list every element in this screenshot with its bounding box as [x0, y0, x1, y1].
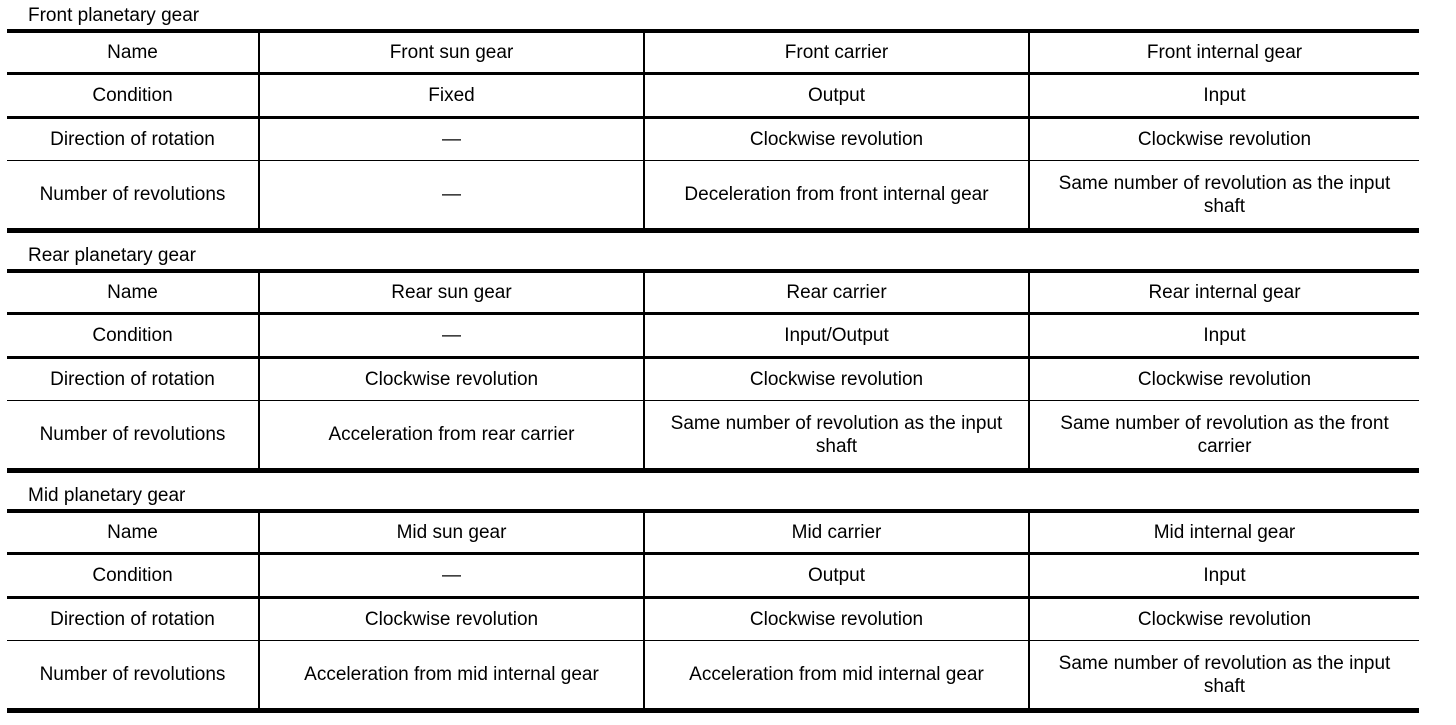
data-cell: — — [258, 313, 644, 359]
row-header-cell: Name — [7, 271, 259, 315]
data-cell: Acceleration from mid internal gear — [258, 640, 644, 711]
table-row: Name Rear sun gear Rear carrier Rear int… — [7, 271, 1419, 315]
data-cell: Clockwise revolution — [643, 117, 1029, 161]
data-cell: Front sun gear — [258, 31, 644, 75]
row-header-cell: Direction of rotation — [7, 357, 259, 401]
table-title-mid: Mid planetary gear — [28, 485, 186, 506]
data-cell: Mid carrier — [643, 511, 1029, 555]
mid-planetary-gear-table: Name Mid sun gear Mid carrier Mid intern… — [7, 509, 1419, 713]
table-row: Direction of rotation Clockwise revoluti… — [7, 357, 1419, 401]
data-cell: Mid sun gear — [258, 511, 644, 555]
data-cell: Clockwise revolution — [1028, 597, 1419, 641]
data-cell: Rear carrier — [643, 271, 1029, 315]
data-cell: Input — [1028, 73, 1419, 119]
data-cell: Clockwise revolution — [643, 597, 1029, 641]
data-cell: Front carrier — [643, 31, 1029, 75]
data-cell: Fixed — [258, 73, 644, 119]
data-cell: Input — [1028, 553, 1419, 599]
table-row: Name Front sun gear Front carrier Front … — [7, 31, 1419, 75]
table-row: Name Mid sun gear Mid carrier Mid intern… — [7, 511, 1419, 555]
row-header-cell: Condition — [7, 73, 259, 119]
mid-planetary-gear-section: Mid planetary gear Name Mid sun gear Mid… — [0, 485, 1456, 713]
data-cell: Front internal gear — [1028, 31, 1419, 75]
data-cell: — — [258, 553, 644, 599]
row-header-cell: Direction of rotation — [7, 597, 259, 641]
table-row: Number of revolutions Acceleration from … — [7, 400, 1419, 471]
data-cell: Output — [643, 553, 1029, 599]
rear-planetary-gear-section: Rear planetary gear Name Rear sun gear R… — [0, 245, 1456, 473]
table-row: Number of revolutions — Deceleration fro… — [7, 160, 1419, 231]
data-cell: Clockwise revolution — [1028, 117, 1419, 161]
data-cell: Rear internal gear — [1028, 271, 1419, 315]
table-row: Direction of rotation Clockwise revoluti… — [7, 597, 1419, 641]
table-row: Direction of rotation — Clockwise revolu… — [7, 117, 1419, 161]
data-cell: Rear sun gear — [258, 271, 644, 315]
data-cell: Output — [643, 73, 1029, 119]
row-header-cell: Number of revolutions — [39, 424, 226, 445]
data-cell: Clockwise revolution — [258, 357, 644, 401]
data-cell: Clockwise revolution — [1028, 357, 1419, 401]
table-title-front: Front planetary gear — [28, 5, 200, 26]
row-header-cell: Condition — [7, 553, 259, 599]
data-cell: Clockwise revolution — [258, 597, 644, 641]
data-cell: Same number of revolution as the input s… — [1028, 640, 1419, 711]
data-cell: Acceleration from mid internal gear — [643, 640, 1029, 711]
data-cell: Input — [1028, 313, 1419, 359]
rear-planetary-gear-table: Name Rear sun gear Rear carrier Rear int… — [7, 269, 1419, 473]
row-header-cell: Name — [7, 511, 259, 555]
row-header-cell: Condition — [7, 313, 259, 359]
row-header-cell: Number of revolutions — [39, 184, 226, 205]
data-cell: — — [258, 117, 644, 161]
front-planetary-gear-section: Front planetary gear Name Front sun gear… — [0, 5, 1456, 233]
data-cell: Input/Output — [643, 313, 1029, 359]
table-row: Condition — Input/Output Input — [7, 313, 1419, 359]
data-cell: Same number of revolution as the front c… — [1028, 400, 1419, 471]
table-row: Condition Fixed Output Input — [7, 73, 1419, 119]
row-header-cell: Direction of rotation — [7, 117, 259, 161]
data-cell: Clockwise revolution — [643, 357, 1029, 401]
data-cell: — — [258, 160, 644, 231]
row-header-cell: Name — [7, 31, 259, 75]
data-cell: Same number of revolution as the input s… — [1028, 160, 1419, 231]
table-row: Number of revolutions Acceleration from … — [7, 640, 1419, 711]
table-row: Condition — Output Input — [7, 553, 1419, 599]
data-cell: Deceleration from front internal gear — [643, 160, 1029, 231]
front-planetary-gear-table: Name Front sun gear Front carrier Front … — [7, 29, 1419, 233]
table-title-rear: Rear planetary gear — [28, 245, 196, 266]
row-header-cell: Number of revolutions — [39, 664, 226, 685]
data-cell: Acceleration from rear carrier — [258, 400, 644, 471]
data-cell: Same number of revolution as the input s… — [643, 400, 1029, 471]
data-cell: Mid internal gear — [1028, 511, 1419, 555]
